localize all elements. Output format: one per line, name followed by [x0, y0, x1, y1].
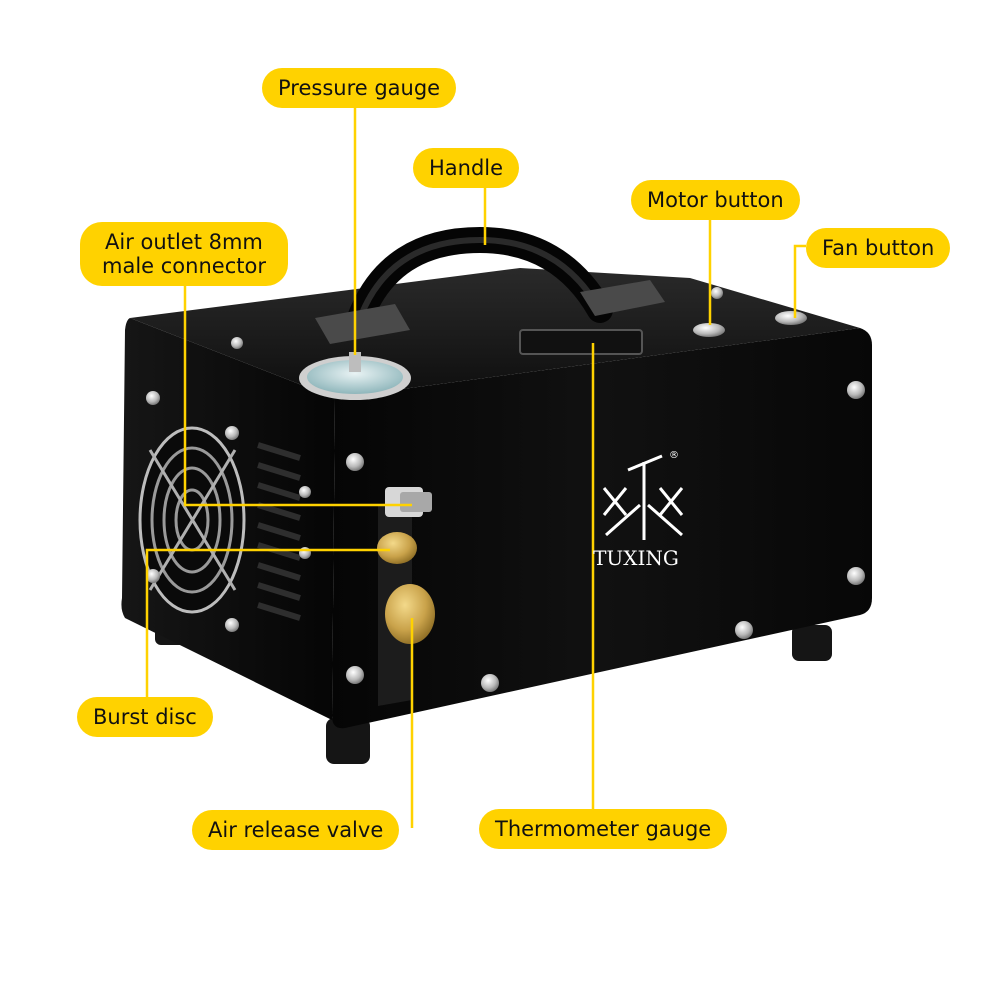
registered-mark: ® [669, 450, 679, 461]
label-thermometer-gauge: Thermometer gauge [479, 809, 728, 849]
brand-logo-mark [602, 454, 684, 540]
label-motor-button: Motor button [631, 180, 800, 220]
label-air-outlet-line2: male connector [102, 254, 266, 278]
label-fan-button: Fan button [806, 228, 951, 268]
fan-grille [138, 426, 246, 614]
thermometer-gauge [519, 329, 643, 355]
brand-name: TUXING [593, 546, 679, 570]
side-vents [257, 442, 301, 621]
label-pressure-gauge: Pressure gauge [262, 68, 457, 108]
label-air-release-valve: Air release valve [192, 810, 400, 850]
label-air-outlet: Air outlet 8mm male connector [80, 222, 288, 286]
label-handle: Handle [413, 148, 520, 188]
label-air-outlet-line1: Air outlet 8mm [105, 230, 263, 254]
panel-screws [146, 287, 865, 692]
pressure-gauge [299, 352, 411, 400]
leader-lines [145, 106, 806, 828]
label-burst-disc: Burst disc [77, 697, 213, 737]
top-buttons [693, 311, 807, 337]
handle [315, 226, 665, 344]
